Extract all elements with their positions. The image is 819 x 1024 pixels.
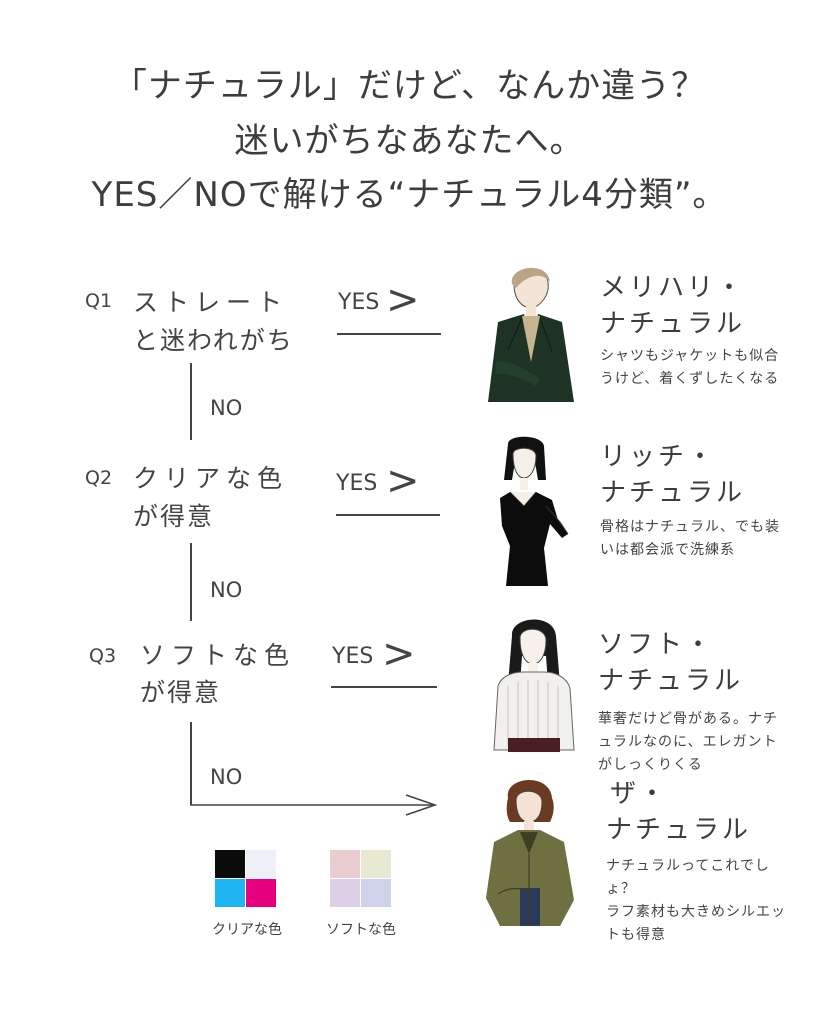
title-line-2: 迷いがちなあなたへ。 <box>234 121 585 161</box>
result-4-name-line2: ナチュラル <box>606 815 752 845</box>
q1-no-label: NO <box>210 396 243 420</box>
result-3-name-line2: ナチュラル <box>598 666 744 696</box>
clear-swatch-4 <box>246 879 276 907</box>
soft-palette-label: ソフトな色 <box>326 922 396 938</box>
q3-yes-arrow-icon: > <box>382 631 416 677</box>
soft-swatch-4 <box>361 879 391 907</box>
q1-yes-line <box>337 333 441 335</box>
q1-no-line <box>190 363 192 440</box>
q2-no-label: NO <box>210 578 243 602</box>
soft-swatch-3 <box>330 879 360 907</box>
q3-no-line <box>190 722 192 805</box>
soft-swatch-2 <box>361 850 391 878</box>
soft-swatch-1 <box>330 850 360 878</box>
title-line-3: YES／NOで解ける“ナチュラル4分類”。 <box>91 175 728 215</box>
q2-number: Q2 <box>85 467 113 489</box>
portrait-rich-icon <box>500 436 569 586</box>
q2-yes-line <box>336 514 440 516</box>
portrait-soft-icon <box>493 619 575 752</box>
q3-text-line1: ソフトな色 <box>140 641 296 670</box>
clear-swatch-1 <box>215 850 245 878</box>
q3-text-line2: が得意 <box>140 678 222 707</box>
portrait-meriharu-icon <box>488 267 574 402</box>
q2-text-line1: クリアな色 <box>133 464 289 493</box>
q3-yes-label: YES <box>332 644 374 669</box>
result-3-description: 華奢だけど骨がある。ナチュラルなのに、エレガントがしっくりくる <box>598 711 778 773</box>
clear-swatch-2 <box>246 850 276 878</box>
result-2-name-line1: リッチ・ <box>600 442 717 472</box>
q1-yes-arrow-icon: > <box>386 277 420 323</box>
result-3-name-line1: ソフト・ <box>598 630 715 660</box>
portrait-the-natural-icon <box>486 779 574 926</box>
q1-text-line1: ストレート <box>133 288 289 317</box>
q1-number: Q1 <box>85 290 113 312</box>
q3-yes-line <box>331 686 437 688</box>
q1-text-line2: と迷われがち <box>133 326 294 355</box>
clear-palette-label: クリアな色 <box>212 922 282 938</box>
result-4-name-line1: ザ・ <box>610 779 669 809</box>
result-1-description: シャツもジャケットも似合うけど、着くずしたくなる <box>600 348 780 387</box>
result-1-name-line1: メリハリ・ <box>600 273 746 303</box>
q2-yes-arrow-icon: > <box>386 458 420 504</box>
clear-swatch-3 <box>215 879 245 907</box>
result-4-description: ナチュラルってこれでしょ？ ラフ素材も大きめシルエットも得意 <box>606 858 786 943</box>
q2-no-line <box>190 543 192 621</box>
result-1-name-line2: ナチュラル <box>600 309 746 339</box>
q1-yes-label: YES <box>338 290 380 315</box>
title-line-1: 「ナチュラル」だけど、なんか違う？ <box>112 66 707 106</box>
q2-yes-label: YES <box>336 471 378 496</box>
result-2-description: 骨格はナチュラル、でも装いは都会派で洗練系 <box>600 519 780 558</box>
result-2-name-line2: ナチュラル <box>600 478 746 508</box>
final-no-arrow-icon <box>190 794 438 816</box>
q3-number: Q3 <box>89 645 117 667</box>
q3-no-label: NO <box>210 765 243 789</box>
q2-text-line2: が得意 <box>133 502 215 531</box>
